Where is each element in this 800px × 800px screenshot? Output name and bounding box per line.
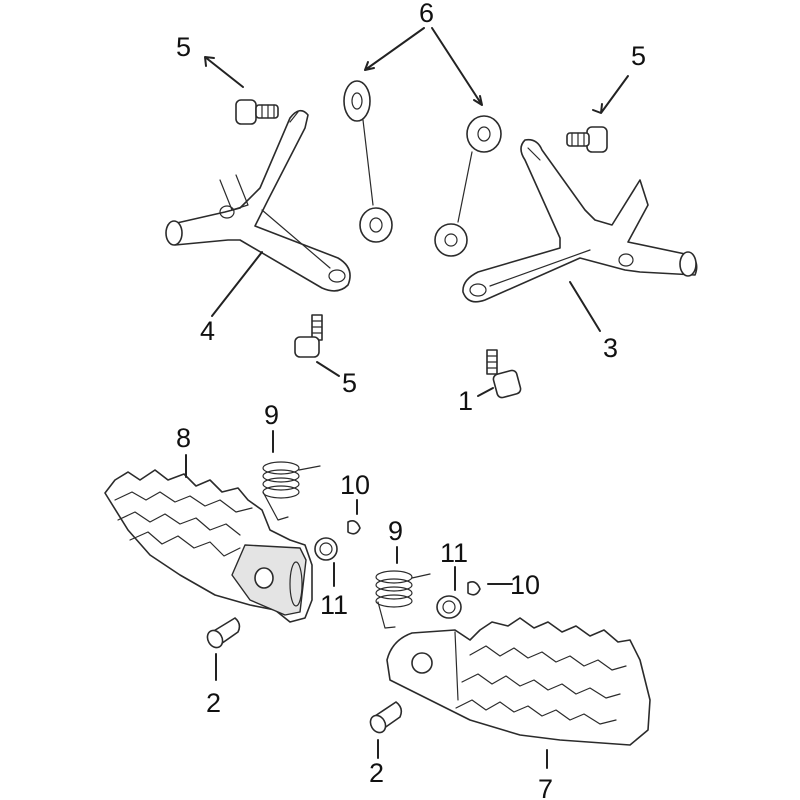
callout-2-right: 2 <box>369 758 384 788</box>
pin-2-left <box>206 617 241 649</box>
right-footpeg <box>386 617 651 746</box>
callout-3: 3 <box>603 333 618 363</box>
bolt-5-top-left <box>235 99 279 125</box>
callout-8: 8 <box>176 423 191 453</box>
callout-10-right: 10 <box>510 570 540 600</box>
callout-2-left: 2 <box>206 688 221 718</box>
clip-10-left <box>347 520 361 535</box>
nuts-6 <box>343 80 502 257</box>
callout-5-bottom: 5 <box>342 368 357 398</box>
clip-10-right <box>467 581 481 596</box>
spring-9-left <box>262 461 321 521</box>
leader-lines <box>185 27 629 769</box>
callout-9-right: 9 <box>388 516 403 546</box>
bolt-5-right <box>566 126 608 153</box>
callout-5-top-left: 5 <box>176 32 191 62</box>
callout-9-left: 9 <box>264 400 279 430</box>
washer-11-left <box>314 537 338 561</box>
callout-10-left: 10 <box>340 470 370 500</box>
callout-4: 4 <box>200 316 215 346</box>
pin-2-right <box>369 701 403 734</box>
washer-11-right <box>436 595 462 619</box>
bolt-1 <box>486 349 522 399</box>
spring-9-right <box>375 570 431 629</box>
callout-1: 1 <box>458 386 473 416</box>
left-footpeg <box>104 469 313 623</box>
right-footpeg-bracket <box>462 138 698 303</box>
callout-11-left: 11 <box>320 590 348 620</box>
bolt-5-bottom-left <box>294 314 323 358</box>
callout-7: 7 <box>538 774 553 800</box>
left-footpeg-bracket <box>165 109 351 292</box>
callout-5-right: 5 <box>631 41 646 71</box>
callout-11-right: 11 <box>440 538 468 568</box>
callout-6: 6 <box>419 0 434 28</box>
